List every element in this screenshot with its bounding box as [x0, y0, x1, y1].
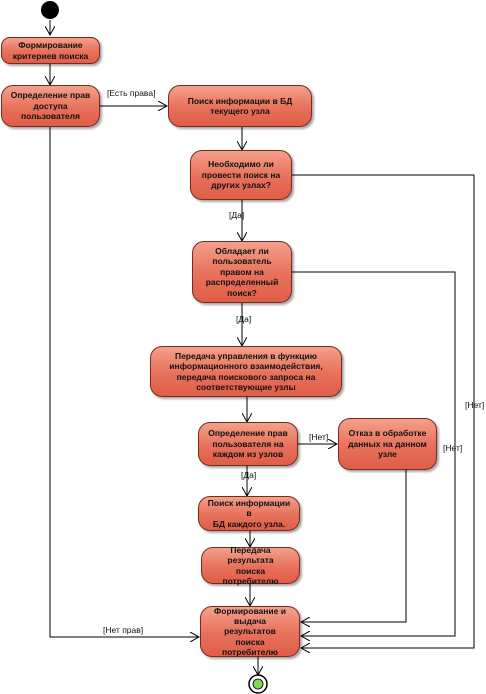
label-no-node: [Нет] — [309, 432, 329, 442]
label-yes-2: [Да] — [236, 314, 252, 324]
edge-hasright-no-final — [292, 271, 456, 636]
label-no-need: [Нет] — [465, 400, 485, 410]
node-need-other: Необходимо ли провести поиск на других у… — [190, 150, 292, 200]
node-has-right: Обладает ли пользователь правом на распр… — [192, 241, 292, 303]
node-final-results: Формирование и выдача результатов поиска… — [200, 606, 300, 657]
node-search-local: Поиск информации в БД текущего узла — [168, 85, 312, 127]
start-node — [41, 1, 59, 19]
edge-need-no-final — [292, 174, 475, 648]
label-yes-3: [Да] — [241, 470, 257, 480]
node-access-rights: Определение прав доступа пользователя — [1, 85, 100, 127]
node-refuse: Отказ в обработке данных на данном узле — [338, 418, 437, 470]
edge-refuse-final — [301, 470, 407, 622]
node-send-results: Передача результата поиска потребителю — [201, 545, 300, 586]
edge-access-norights-final — [49, 127, 199, 637]
label-has-rights: [Есть права] — [107, 88, 156, 98]
node-transfer-control: Передача управления в функцию информацио… — [150, 346, 342, 397]
end-node-inner — [252, 678, 264, 690]
label-yes-1: [Да] — [229, 210, 245, 220]
node-rights-each-node: Определение прав пользователя на каждом … — [198, 422, 298, 466]
label-no-right-dist: [Нет] — [443, 443, 463, 453]
node-form-criteria: Формирование критериев поиска — [1, 37, 100, 64]
node-search-each: Поиск информации в БД каждого узла. — [198, 496, 300, 531]
label-no-rights: [Нет прав] — [103, 625, 144, 635]
